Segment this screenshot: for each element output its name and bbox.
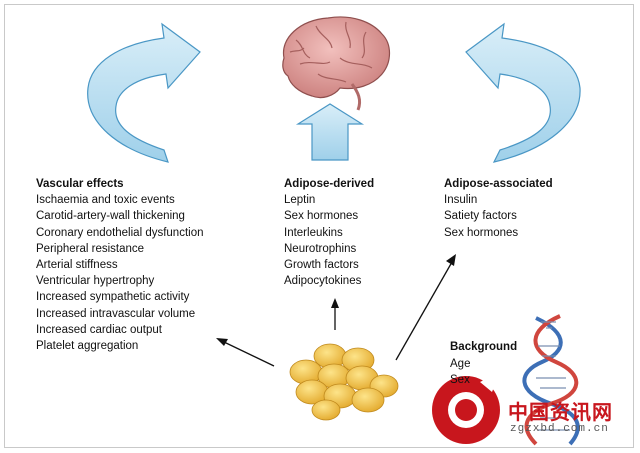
adipose-derived-header: Adipose-derived <box>284 178 375 190</box>
list-item: Peripheral resistance <box>36 242 145 255</box>
up-block-arrow <box>295 103 365 161</box>
list-item: Neurotrophins <box>284 242 357 255</box>
vascular-effects-list: Vascular effects Ischaemia and toxic eve… <box>36 176 204 354</box>
left-curved-arrow <box>87 22 201 163</box>
list-item: Ventricular hypertrophy <box>36 275 155 288</box>
vascular-effects-header: Vascular effects <box>36 178 124 190</box>
arrow-to-adipose-derived <box>331 298 339 330</box>
list-item: Increased intravascular volume <box>36 307 196 320</box>
list-item: Satiety factors <box>444 210 517 223</box>
list-item: Carotid-artery-wall thickening <box>36 210 185 223</box>
list-item: Ischaemia and toxic events <box>36 194 175 207</box>
brain-illustration <box>282 16 391 111</box>
watermark-logo <box>432 372 500 444</box>
list-item: Leptin <box>284 194 316 207</box>
arrow-to-adipose-associated <box>395 254 456 361</box>
watermark-url: zgzxbd.com.cn <box>510 423 609 435</box>
adipose-derived-list: Adipose-derived Leptin Sex hormones Inte… <box>284 176 374 289</box>
watermark-name: 中国资讯网 <box>508 402 613 424</box>
figure-border <box>4 4 634 448</box>
list-item: Insulin <box>444 194 478 207</box>
adipose-cell-cluster <box>289 343 399 421</box>
adipose-associated-header: Adipose-associated <box>444 178 553 190</box>
list-item: Platelet aggregation <box>36 340 139 353</box>
list-item: Interleukins <box>284 226 343 239</box>
adipose-associated-list: Adipose-associated Insulin Satiety facto… <box>444 176 553 241</box>
list-item: Arterial stiffness <box>36 259 118 272</box>
dna-helix-illustration <box>522 314 580 446</box>
arrow-to-vascular <box>216 338 275 367</box>
list-item: Increased sympathetic activity <box>36 291 190 304</box>
background-header: Background <box>450 341 518 353</box>
right-curved-arrow <box>465 22 581 163</box>
background-item-sex: Sex <box>450 374 470 386</box>
list-item: Increased cardiac output <box>36 323 162 336</box>
list-item: Sex hormones <box>444 226 519 239</box>
list-item: Growth factors <box>284 259 359 272</box>
list-item: Sex hormones <box>284 210 359 223</box>
list-item: Coronary endothelial dysfunction <box>36 226 204 239</box>
list-item: Adipocytokines <box>284 275 362 288</box>
background-item-age: Age <box>450 358 471 370</box>
